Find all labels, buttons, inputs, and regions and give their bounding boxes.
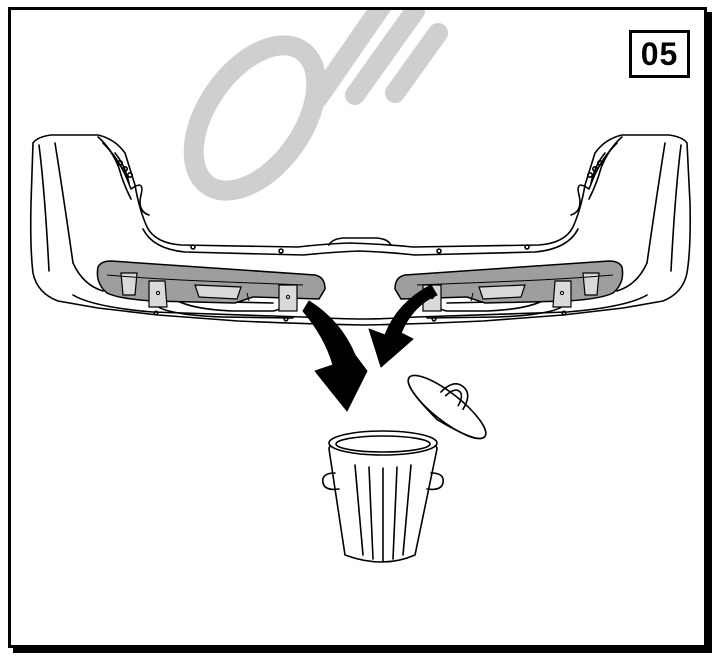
bumper-cover [29,134,691,326]
trash-can-icon [321,374,487,565]
watermark-graphic [183,10,448,201]
assembly-illustration [29,10,691,565]
curved-arrow-icon [302,284,438,412]
step-number: 05 [629,30,690,78]
frame-shadow-bottom [13,648,712,653]
frame-shadow-right [707,12,712,651]
instruction-panel: 05 [8,7,707,648]
reinforcement-bracket-left [96,260,326,312]
